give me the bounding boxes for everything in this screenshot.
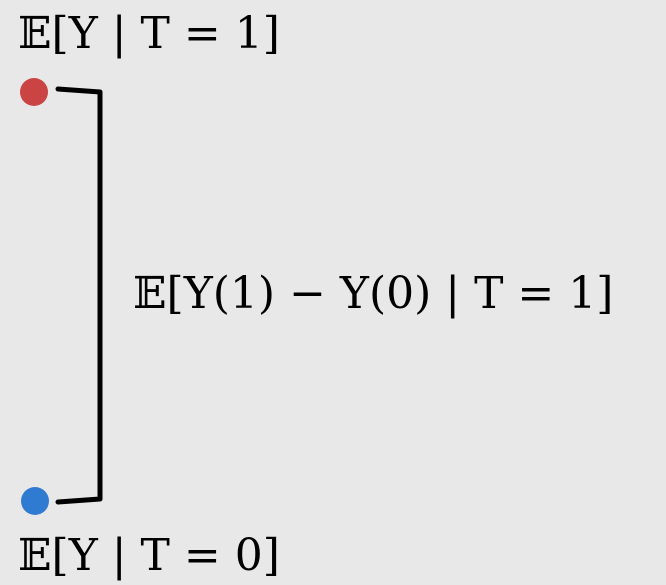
- control-expectation-label: 𝔼[Y | T = 0]: [18, 530, 280, 581]
- control-point: [21, 487, 49, 515]
- treated-point: [20, 78, 48, 106]
- effect-expression-label: 𝔼[Y(1) − Y(0) | T = 1]: [133, 268, 614, 319]
- treated-expectation-label: 𝔼[Y | T = 1]: [18, 8, 280, 59]
